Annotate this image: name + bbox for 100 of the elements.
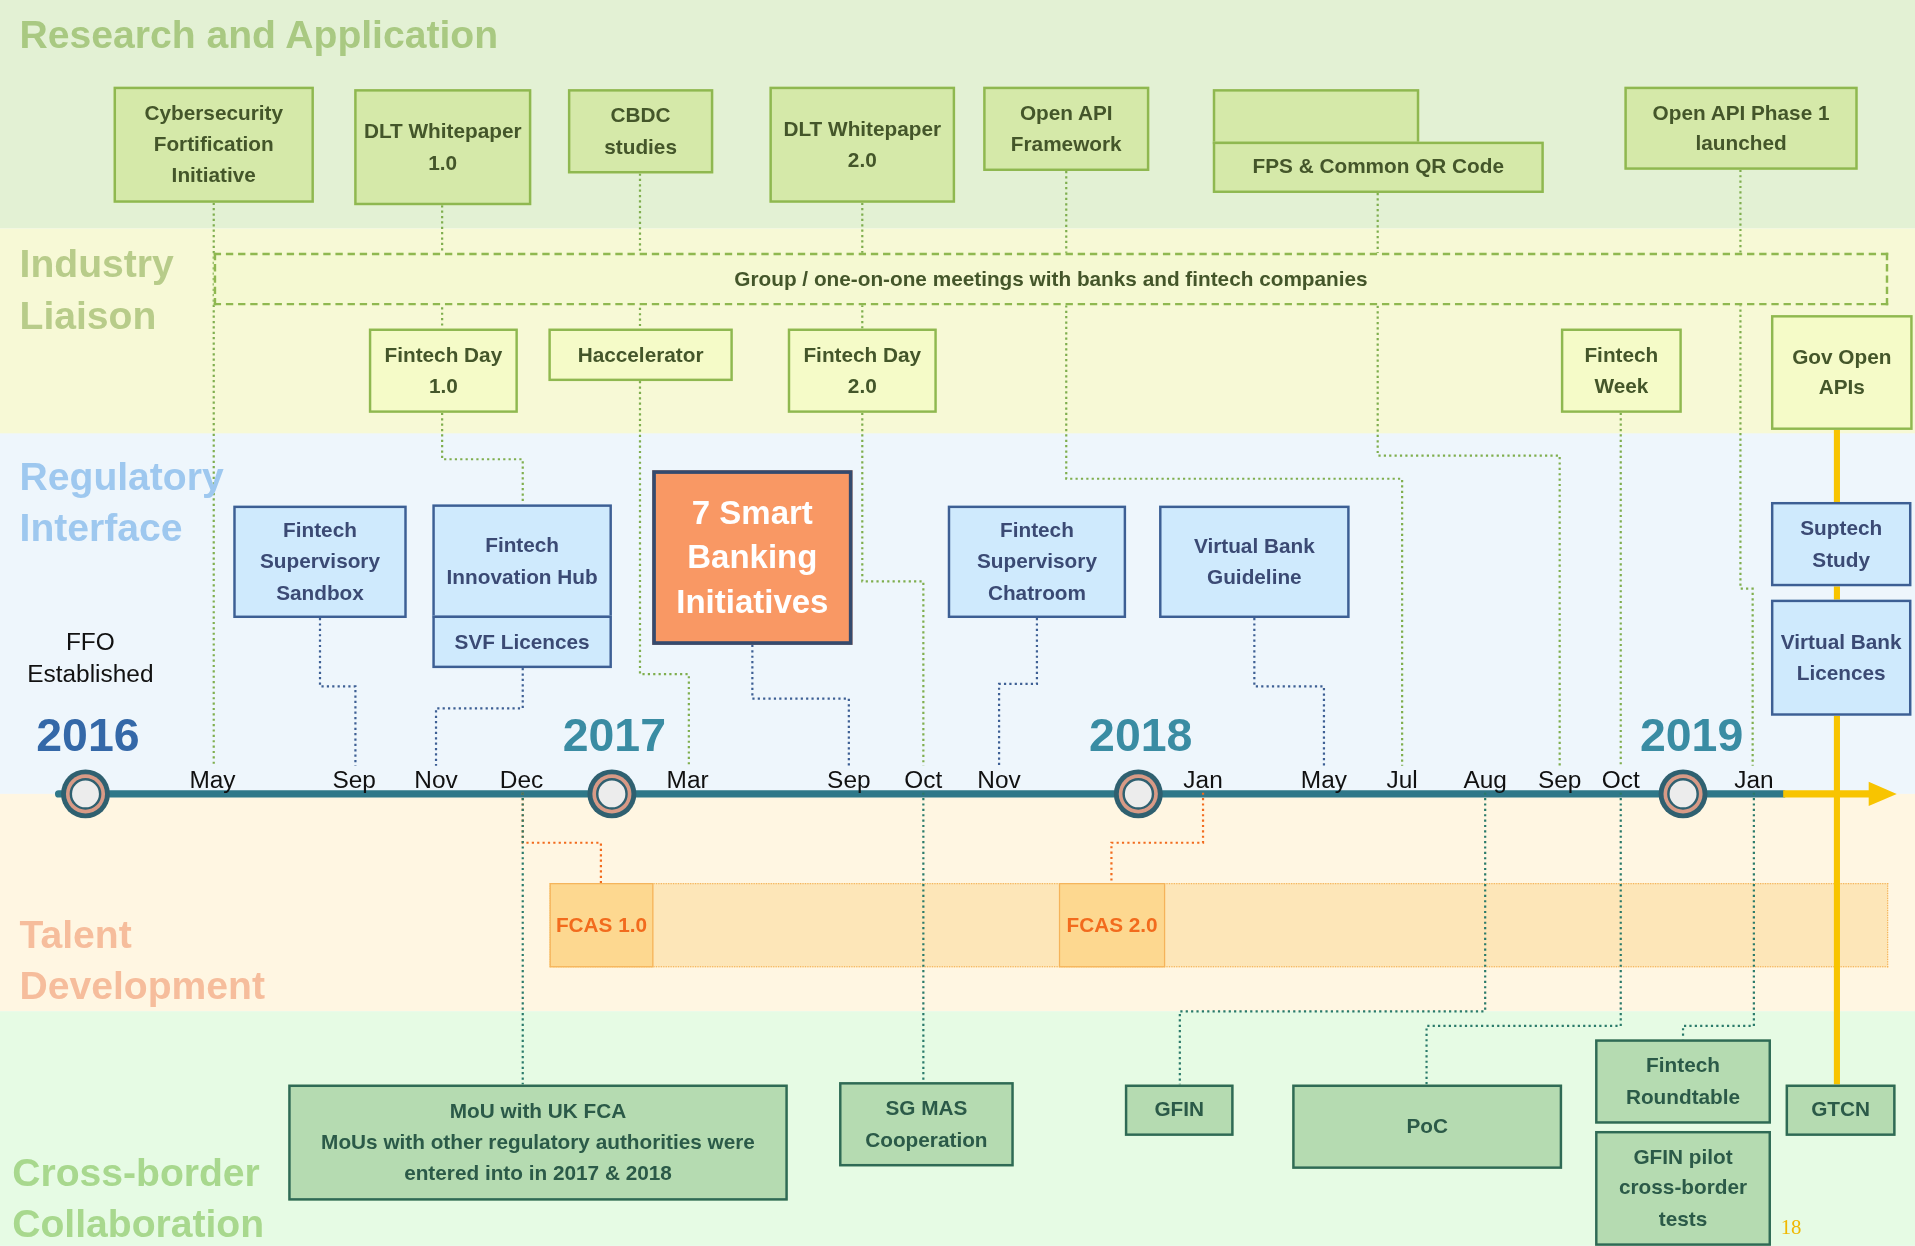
research-box bbox=[567, 89, 714, 174]
collaboration-box bbox=[1292, 1084, 1563, 1169]
collaboration-box bbox=[1595, 1039, 1771, 1124]
lane-title: Talent Development bbox=[19, 911, 266, 1010]
connector-line bbox=[1833, 715, 1840, 1085]
year-label: 2016 bbox=[35, 708, 141, 763]
leader-line bbox=[1253, 618, 1326, 766]
year-label: 2018 bbox=[1088, 708, 1194, 763]
box-label: Cybersecurity Fortification Initiative bbox=[143, 100, 284, 190]
liaison-box bbox=[787, 328, 937, 413]
month-label: Jul bbox=[1369, 765, 1436, 793]
box-label: FPS & Common QR Code bbox=[1251, 154, 1506, 181]
talent-box bbox=[1058, 883, 1166, 968]
box-label: Fintech Day 2.0 bbox=[802, 342, 923, 400]
box-label: MoU with UK FCA bbox=[448, 1098, 628, 1125]
liaison-box bbox=[1770, 315, 1913, 430]
leader-line bbox=[638, 381, 690, 766]
leader-line bbox=[1065, 171, 1404, 766]
research-box bbox=[1212, 141, 1544, 193]
leader-line bbox=[1739, 169, 1754, 766]
collaboration-box bbox=[1595, 1131, 1771, 1246]
box-label: PoC bbox=[1405, 1113, 1449, 1140]
lane-title: Research and Application bbox=[19, 11, 500, 59]
box-label: SG MAS Cooperation bbox=[864, 1095, 989, 1154]
regulatory-box bbox=[1159, 505, 1350, 618]
leader-line bbox=[434, 668, 524, 766]
box-label: Group / one-on-one meetings with banks and fintech companies bbox=[733, 266, 1369, 293]
month-label: Jan bbox=[1170, 765, 1236, 793]
box-label: 7 Smart Banking Initiatives bbox=[675, 493, 830, 623]
regulatory-box bbox=[432, 615, 612, 669]
box-label: CBDC studies bbox=[603, 102, 678, 161]
research-box bbox=[1624, 86, 1858, 170]
box-label: Open API Framework bbox=[1009, 100, 1123, 158]
box-label: Fintech Innovation Hub bbox=[445, 532, 599, 591]
month-label: Oct bbox=[890, 765, 957, 793]
lane-title: Cross-border Collaboration bbox=[12, 1149, 266, 1246]
box-label: Fintech Week bbox=[1583, 342, 1660, 400]
month-label: May bbox=[1291, 765, 1357, 793]
lane-title: Industry Liaison bbox=[19, 240, 175, 339]
connector-line bbox=[1833, 429, 1840, 502]
box-label: GFIN pilot cross-border tests bbox=[1618, 1144, 1749, 1233]
regulatory-box bbox=[947, 505, 1127, 618]
box-label: DLT Whitepaper 2.0 bbox=[782, 116, 943, 174]
leader-line bbox=[318, 618, 357, 766]
box-label: Fintech Supervisory Sandbox bbox=[259, 517, 381, 607]
liaison-box bbox=[548, 328, 733, 382]
regulatory-box bbox=[1770, 599, 1912, 716]
leader-line bbox=[212, 202, 215, 766]
month-label: Aug bbox=[1452, 765, 1519, 793]
box-label: SVF Licences bbox=[453, 628, 591, 656]
research-box bbox=[354, 89, 532, 206]
box-label: MoUs with other regulatory authorities were entered into in 2017 & 2018 bbox=[320, 1129, 756, 1187]
box-label: DLT Whitepaper 1.0 bbox=[362, 118, 523, 177]
month-label: May bbox=[179, 765, 246, 793]
leader-line bbox=[1376, 192, 1561, 766]
year-label: 2019 bbox=[1638, 708, 1745, 763]
box-label: Virtual Bank Licences bbox=[1779, 629, 1903, 687]
box-label: GTCN bbox=[1810, 1097, 1871, 1124]
collaboration-box bbox=[288, 1084, 788, 1201]
month-label: Sep bbox=[815, 765, 882, 793]
regulatory-box bbox=[432, 504, 612, 618]
leader-line bbox=[751, 644, 850, 766]
box-label: Virtual Bank Guideline bbox=[1192, 533, 1316, 591]
leader-line bbox=[1425, 792, 1622, 1085]
meeting-group-box bbox=[213, 252, 1889, 306]
leader-line bbox=[997, 618, 1039, 766]
regulatory-box bbox=[233, 505, 407, 618]
leader-line bbox=[1619, 412, 1622, 766]
collaboration-box bbox=[1124, 1084, 1234, 1136]
box-label: Open API Phase 1 launched bbox=[1651, 99, 1831, 158]
research-box bbox=[769, 86, 956, 203]
leader-line bbox=[922, 792, 925, 1083]
lane-title: Regulatory Interface bbox=[19, 453, 225, 552]
research-box bbox=[113, 86, 314, 203]
month-label: Dec bbox=[488, 765, 555, 793]
month-label: Nov bbox=[403, 765, 469, 793]
month-label: Jan bbox=[1720, 765, 1787, 793]
liaison-box bbox=[368, 328, 518, 413]
liaison-box bbox=[1560, 328, 1682, 413]
regulatory-box bbox=[1770, 502, 1912, 587]
talent-box bbox=[549, 883, 654, 968]
box-label: Fintech Roundtable bbox=[1624, 1053, 1742, 1111]
box-label: FCAS 1.0 bbox=[554, 912, 649, 939]
box-label: FCAS 2.0 bbox=[1065, 912, 1159, 939]
collaboration-box bbox=[839, 1082, 1014, 1167]
box-label: Fintech Supervisory Chatroom bbox=[975, 517, 1098, 607]
month-label: Nov bbox=[966, 765, 1033, 793]
leader-line bbox=[1110, 792, 1205, 884]
page-number: 18 bbox=[1780, 1214, 1803, 1241]
year-label: 2017 bbox=[561, 708, 667, 763]
collaboration-box bbox=[1785, 1084, 1896, 1136]
box-label: Fintech Day 1.0 bbox=[383, 342, 504, 400]
month-label: Mar bbox=[654, 765, 721, 793]
box-label: GFIN bbox=[1153, 1097, 1205, 1124]
box-label: Haccelerator bbox=[576, 341, 705, 369]
month-label: Sep bbox=[321, 765, 388, 793]
box-label: Gov Open APIs bbox=[1791, 344, 1893, 402]
note-text: FFO Established bbox=[26, 626, 155, 689]
box-label: Suptech Study bbox=[1799, 515, 1884, 573]
research-box bbox=[983, 86, 1150, 171]
